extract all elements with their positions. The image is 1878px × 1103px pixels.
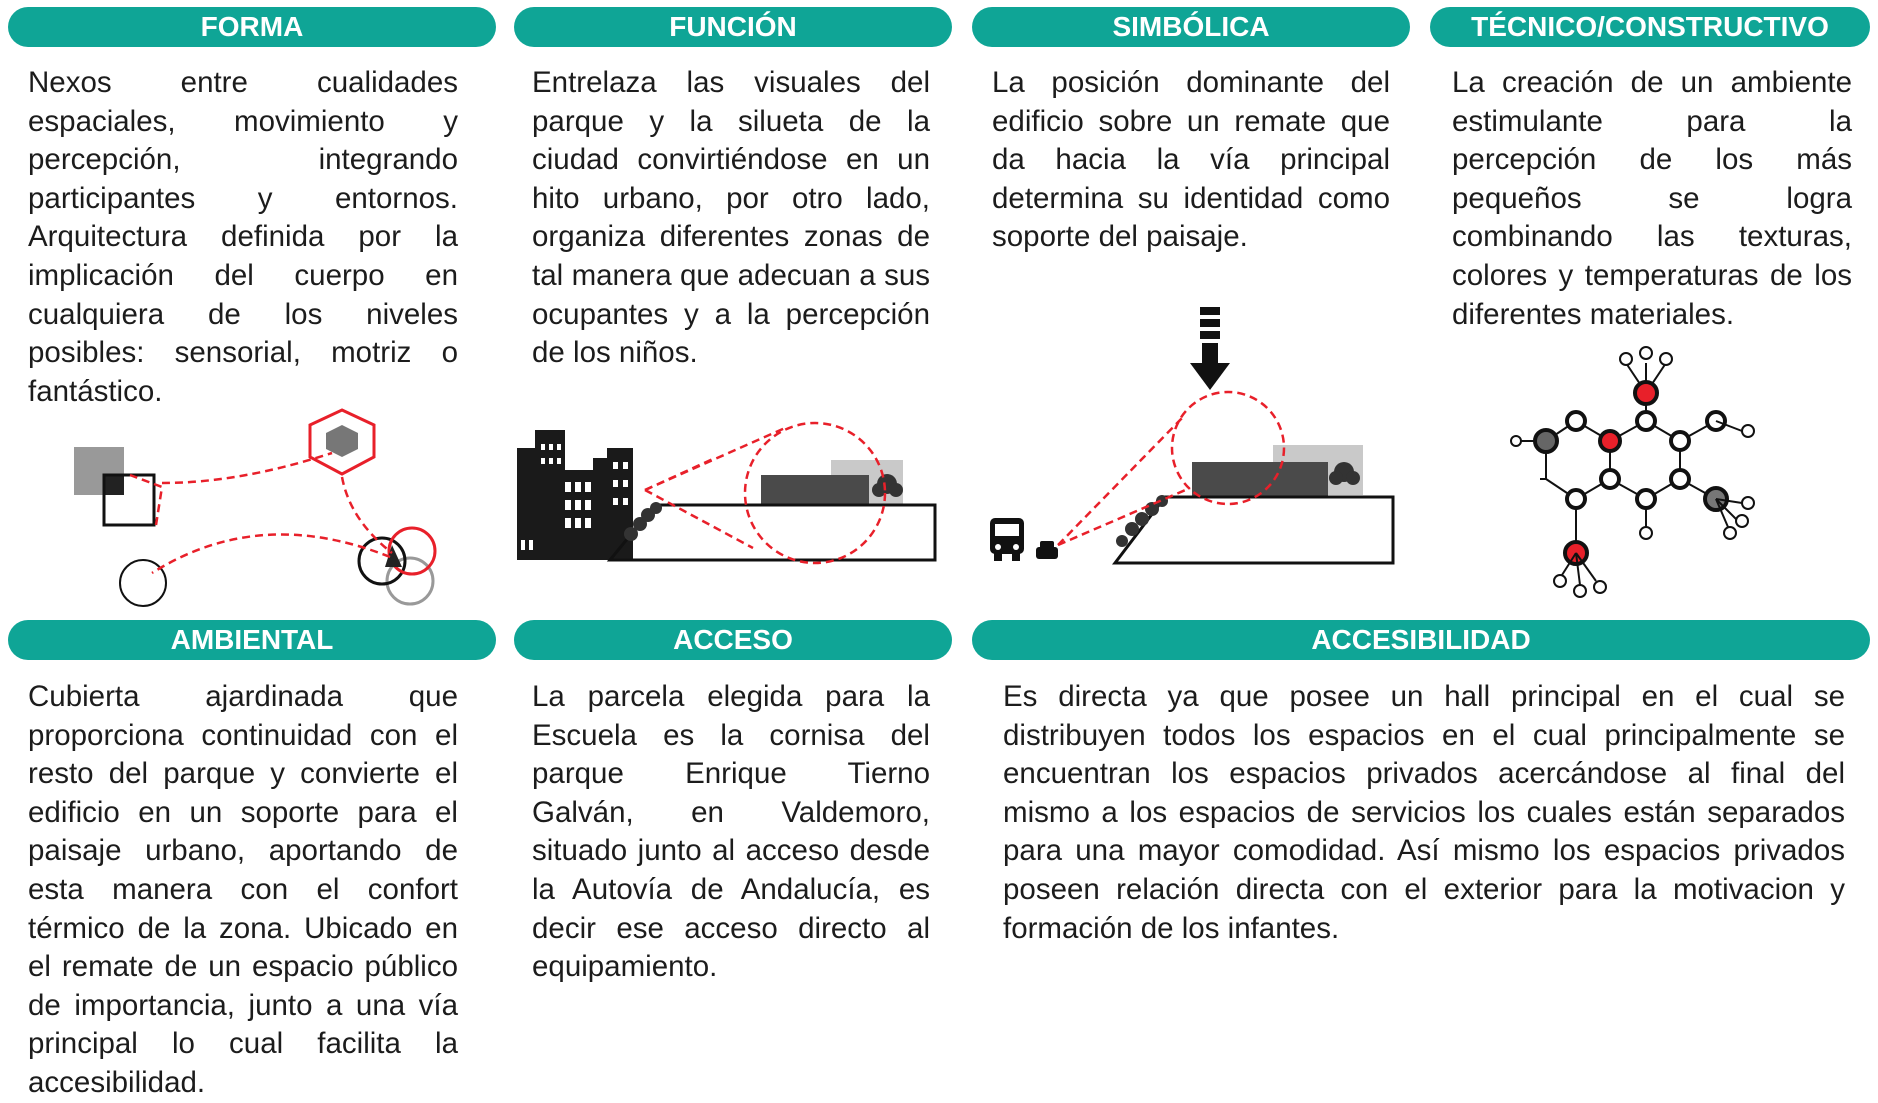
building-block bbox=[761, 475, 869, 505]
slope-trees bbox=[624, 502, 662, 541]
funcion-text: Entrelaza las visuales del parque y la s… bbox=[532, 66, 930, 370]
arrow-down-icon bbox=[1190, 307, 1230, 390]
dark-square bbox=[104, 475, 124, 495]
simbolica-text: La posición dominante del edificio sobre… bbox=[992, 66, 1390, 254]
header-tecnico: TÉCNICO/CONSTRUCTIVO bbox=[1430, 7, 1870, 47]
slope-trees bbox=[1116, 495, 1168, 547]
building-block bbox=[1192, 462, 1328, 496]
tecnico-text: La creación de un ambiente estimulante p… bbox=[1452, 66, 1852, 331]
simbolica-diagram bbox=[990, 307, 1395, 565]
header-accesibilidad: ACCESIBILIDAD bbox=[972, 620, 1870, 660]
small-circle bbox=[119, 559, 167, 607]
tree-icon bbox=[1329, 462, 1360, 485]
tree-icon bbox=[872, 474, 903, 497]
grey-circle bbox=[385, 556, 435, 606]
accesibilidad-text: Es directa ya que posee un hall principa… bbox=[1003, 680, 1845, 945]
header-funcion: FUNCIÓN bbox=[514, 7, 952, 47]
black-circle bbox=[357, 536, 407, 586]
header-forma: FORMA bbox=[8, 7, 496, 47]
intersection-mark bbox=[385, 545, 402, 567]
header-simbolica: SIMBÓLICA bbox=[972, 7, 1410, 47]
forma-text: Nexos entre cualidades espaciales, movim… bbox=[28, 66, 458, 408]
acceso-text: La parcela elegida para la Escuela es la… bbox=[532, 680, 930, 984]
tecnico-molecule-diagram bbox=[1510, 346, 1755, 598]
header-ambiental: AMBIENTAL bbox=[8, 620, 496, 660]
ambiental-text: Cubierta ajardinada que proporciona cont… bbox=[28, 680, 458, 1099]
funcion-diagram bbox=[517, 421, 937, 565]
city-skyline-icon bbox=[517, 430, 633, 560]
outline-square bbox=[102, 473, 156, 527]
red-circle bbox=[387, 526, 437, 576]
forma-diagram bbox=[74, 408, 437, 607]
grey-hexagon bbox=[326, 425, 358, 457]
car-icon bbox=[1036, 541, 1058, 559]
header-acceso: ACCESO bbox=[514, 620, 952, 660]
